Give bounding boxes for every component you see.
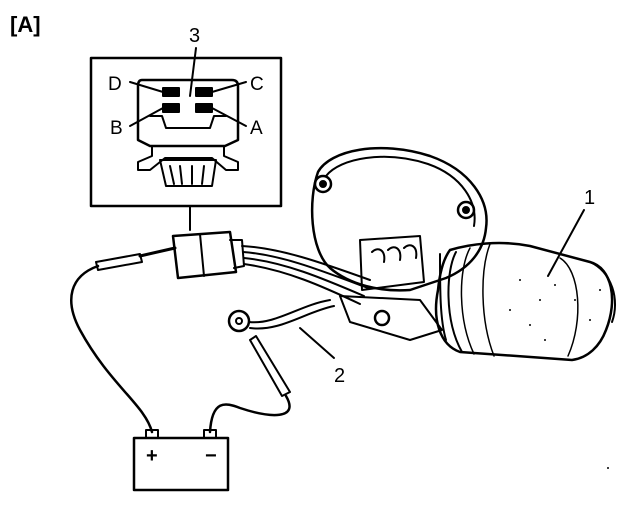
pin-label-b: B	[110, 118, 123, 139]
motor-harness-wires	[241, 245, 371, 305]
battery-negative-label: −	[205, 445, 217, 467]
battery-positive-post	[145, 429, 159, 439]
pin-slot-d	[162, 87, 180, 97]
positive-test-lead	[70, 246, 177, 434]
motor-body	[434, 241, 614, 362]
battery-negative-post	[203, 429, 217, 439]
pin-slot-a	[195, 103, 213, 113]
pin-slot-c	[195, 87, 213, 97]
figure-label: [A]	[10, 12, 41, 37]
mounting-bolt	[373, 309, 391, 327]
callout-ground-wire: 2	[334, 365, 345, 387]
gear-housing	[310, 146, 488, 292]
connector-latch	[159, 159, 217, 187]
battery-positive-label: +	[146, 445, 158, 467]
pin-label-c: C	[250, 74, 264, 95]
inset-frame	[89, 56, 283, 208]
callout-motor: 1	[584, 187, 595, 209]
battery: + −	[132, 429, 230, 492]
harness-connector	[171, 230, 245, 280]
battery-case	[132, 436, 230, 492]
ground-wire: 2	[208, 299, 345, 434]
callout-connector: 3	[189, 25, 200, 47]
connector-detail-inset: 3 D C B A	[89, 25, 283, 231]
pin-label-a: A	[250, 118, 263, 139]
pin-label-d: D	[108, 74, 122, 95]
mount-boss-left	[313, 174, 333, 194]
wiper-motor: 1	[310, 146, 616, 469]
ground-ring-terminal	[227, 309, 251, 333]
pin-slot-b	[162, 103, 180, 113]
mount-boss-right	[456, 200, 476, 220]
